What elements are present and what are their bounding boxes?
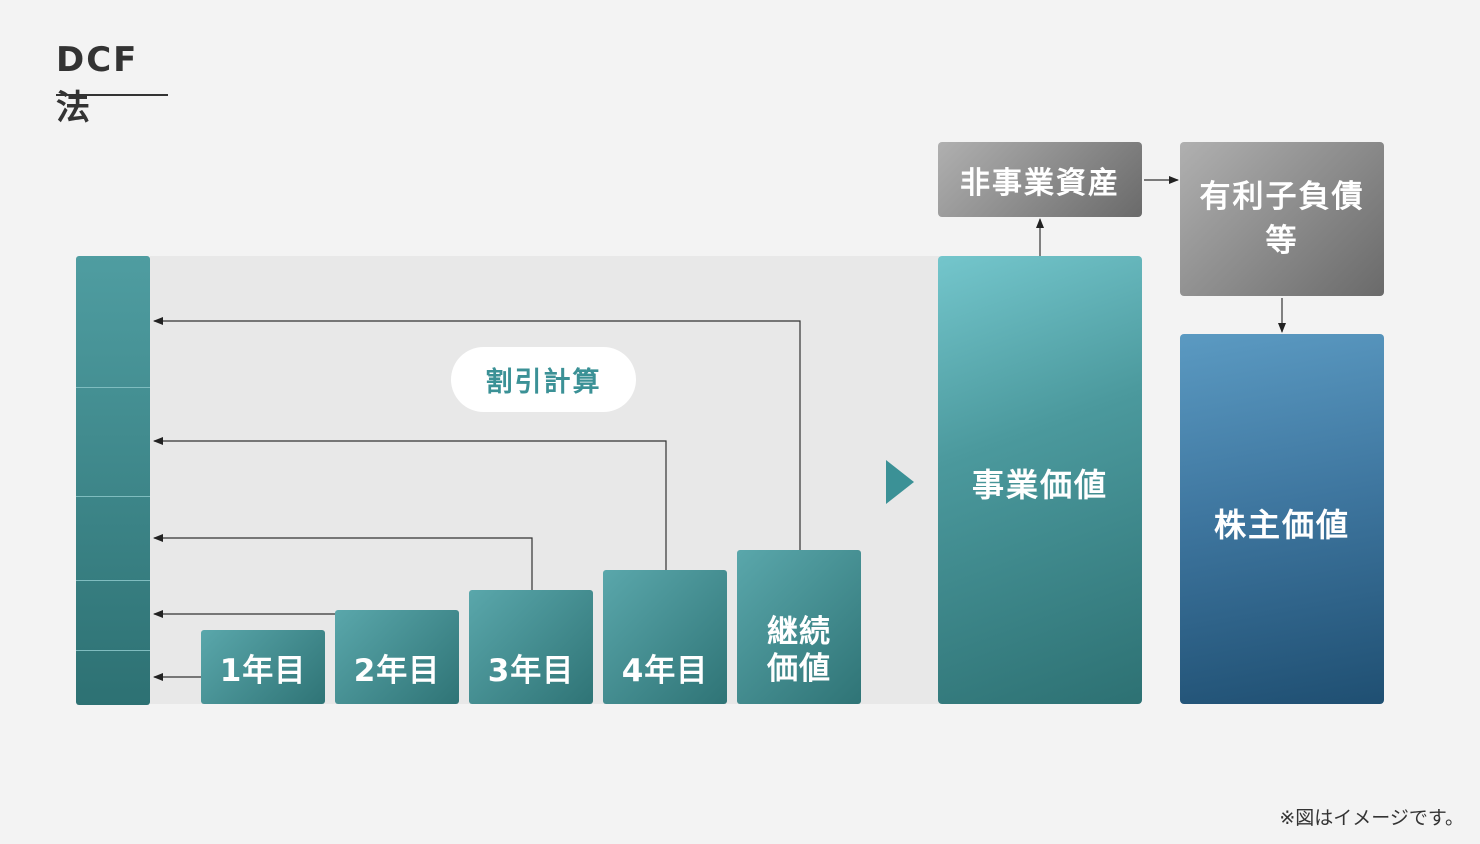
debt-line-1: 有利子負債	[1199, 179, 1365, 215]
year-4-block: 4年目	[603, 570, 727, 704]
play-arrow-icon	[886, 460, 914, 504]
stack-divider	[76, 650, 150, 651]
year-2-block: 2年目	[335, 610, 459, 704]
page-title: DCF法	[56, 40, 168, 128]
stack-divider	[76, 496, 150, 497]
equity-value-box: 株主価値	[1180, 334, 1384, 704]
debt-line-2: 等	[1265, 223, 1299, 259]
year-3-block: 3年目	[469, 590, 593, 704]
present-value-stack	[76, 256, 150, 705]
stack-divider	[76, 580, 150, 581]
year-1-block: 1年目	[201, 630, 325, 704]
non-operating-assets-box: 非事業資産	[938, 142, 1142, 217]
business-value-box: 事業価値	[938, 256, 1142, 704]
continuing-value-line-2: 価値	[767, 651, 831, 687]
interest-bearing-debt-box: 有利子負債 等	[1180, 142, 1384, 296]
image-note: ※図はイメージです。	[1279, 807, 1464, 829]
continuing-value-block: 継続 価値	[737, 550, 861, 704]
discount-calculation-label: 割引計算	[451, 347, 636, 412]
stack-divider	[76, 387, 150, 388]
continuing-value-line-1: 継続	[767, 614, 831, 650]
